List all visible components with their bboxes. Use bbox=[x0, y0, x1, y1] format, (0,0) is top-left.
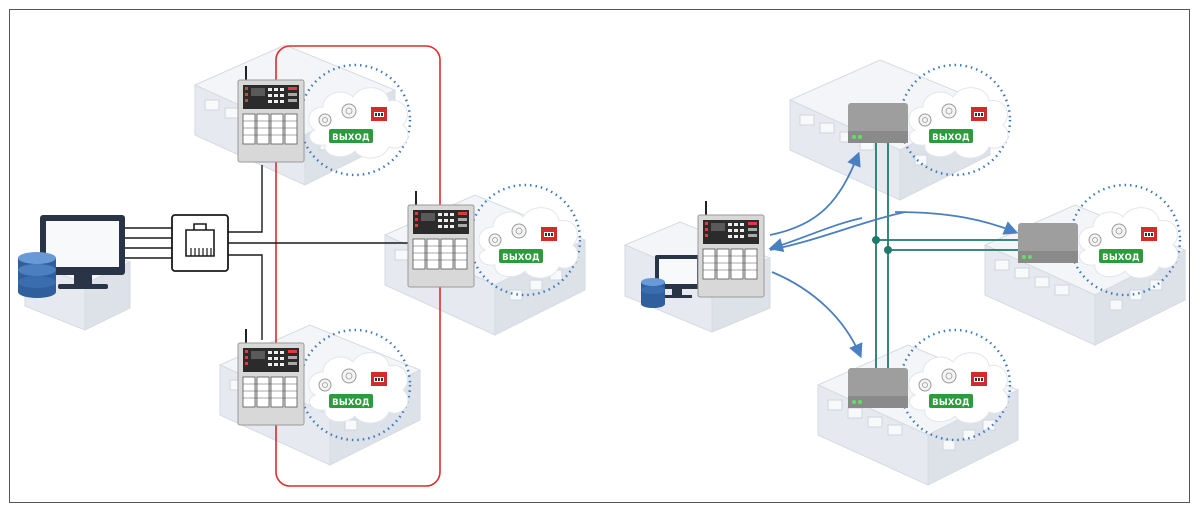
exit-sign-text: ВЫХОД bbox=[332, 398, 370, 408]
exit-sign-text: ВЫХОД bbox=[1102, 253, 1140, 263]
ethernet-lines bbox=[125, 165, 410, 340]
ethernet-port-icon bbox=[171, 214, 229, 272]
central-fire-panel bbox=[697, 200, 765, 298]
exit-sign-text: ВЫХОД bbox=[932, 133, 970, 143]
computer-icon-small bbox=[655, 255, 701, 298]
coverage-circle-top-left bbox=[298, 63, 412, 177]
computer-icon bbox=[40, 215, 125, 289]
right-scheme: ВЫХОД ВЫХОД ВЫХОД bbox=[623, 59, 1186, 486]
radio-arrows bbox=[768, 151, 1019, 359]
radio-module-bottom bbox=[848, 368, 908, 408]
exit-sign-text: ВЫХОД bbox=[932, 398, 970, 408]
coverage-circle-middle-right bbox=[1068, 183, 1182, 297]
coverage-circle-middle-left bbox=[468, 183, 582, 297]
exit-sign-text: ВЫХОД bbox=[332, 133, 370, 143]
coverage-circle-bottom-right bbox=[898, 328, 1012, 442]
exit-sign-text: ВЫХОД bbox=[502, 253, 540, 263]
bus-junction bbox=[872, 236, 880, 244]
database-icon-small bbox=[641, 278, 665, 308]
radio-module-middle bbox=[1018, 223, 1078, 263]
fire-panel-middle bbox=[407, 190, 475, 288]
database-icon bbox=[18, 252, 56, 298]
coverage-circle-bottom-left bbox=[298, 328, 412, 442]
radio-module-top bbox=[848, 103, 908, 143]
left-scheme: ВЫХОД ВЫХОД ВЫХОД bbox=[18, 44, 586, 487]
bus-junction bbox=[884, 246, 892, 254]
diagram-frame bbox=[9, 9, 1190, 503]
coverage-circle-top-right bbox=[898, 63, 1012, 177]
fire-panel-bottom bbox=[237, 328, 305, 426]
fire-panel-top bbox=[237, 65, 305, 163]
